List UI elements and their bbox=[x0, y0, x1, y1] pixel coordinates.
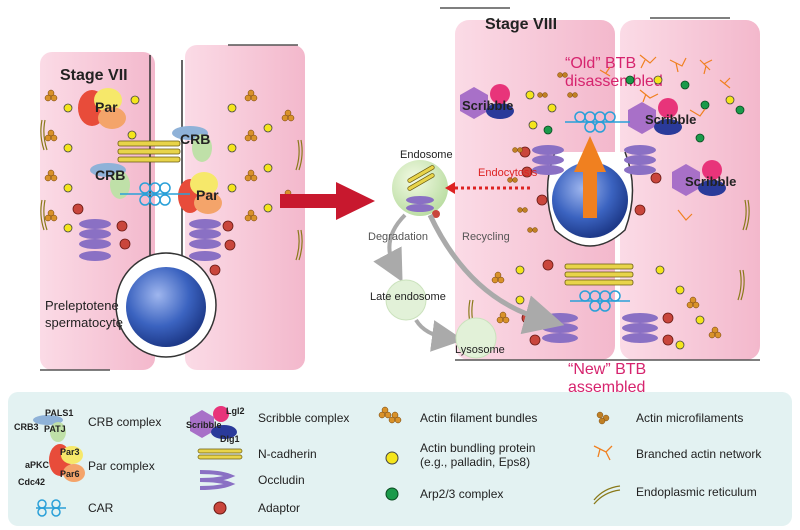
actin-microfilaments-stage8 bbox=[507, 72, 578, 233]
lysosome-label: Lysosome bbox=[455, 344, 505, 356]
legend-crb-icon: PALS1 CRB3 PATJ bbox=[14, 408, 73, 442]
bundling-proteins-stage8 bbox=[515, 75, 735, 350]
car-stage7 bbox=[120, 182, 190, 206]
car-stage8-top bbox=[565, 111, 630, 133]
legend-bundling-line2: (e.g., palladin, Eps8) bbox=[420, 455, 530, 469]
legend-car-icon bbox=[36, 499, 66, 517]
legend-occludin: Occludin bbox=[258, 473, 305, 487]
branched-actin-stage8 bbox=[599, 54, 731, 221]
spermatocyte-nucleus bbox=[126, 267, 206, 347]
scribble-complex-2: Scribble bbox=[628, 98, 696, 135]
to-lysosome-arrow bbox=[414, 318, 464, 352]
legend-n-cadherin: N-cadherin bbox=[258, 447, 317, 461]
legend-occludin-icon bbox=[199, 470, 236, 490]
par-label-left: Par bbox=[95, 99, 118, 115]
late-endosome-label: Late endosome bbox=[370, 291, 446, 303]
scribble-complex-3: Scribble bbox=[672, 160, 736, 196]
legend-adaptor-icon bbox=[213, 501, 227, 515]
old-btb-line1: “Old” BTB bbox=[565, 55, 636, 72]
actin-bundles-stage7 bbox=[44, 89, 295, 222]
bundling-proteins-stage7 bbox=[63, 95, 273, 233]
occludin-stage8-top bbox=[532, 145, 656, 175]
legend-crb-complex: CRB complex bbox=[88, 415, 161, 429]
sertoli-cell-right bbox=[185, 45, 305, 370]
legend-apkc: aPKC bbox=[25, 460, 50, 470]
car-stage8-bottom bbox=[570, 290, 630, 312]
recycling-label: Recycling bbox=[462, 231, 510, 243]
legend-bundling-icon bbox=[385, 451, 399, 465]
spermatocyte-label: spermatocyte bbox=[45, 315, 123, 330]
crb-label-bottom: CRB bbox=[95, 167, 125, 183]
upward-arrow bbox=[574, 136, 606, 218]
legend-arp-icon bbox=[385, 487, 399, 501]
n-cadherin-stage7 bbox=[117, 140, 181, 163]
recycling-arrow bbox=[427, 213, 565, 335]
endocytosis-label: Endocytosis bbox=[478, 167, 538, 179]
legend-crb3: CRB3 bbox=[14, 422, 39, 432]
crb-label-top: CRB bbox=[180, 131, 210, 147]
legend-pals1: PALS1 bbox=[45, 408, 73, 418]
legend-actin-bundles: Actin filament bundles bbox=[420, 411, 537, 425]
arp23-stage8 bbox=[543, 75, 745, 143]
legend-branched-icon bbox=[593, 445, 613, 461]
scribble-label-3: Scribble bbox=[685, 174, 736, 189]
legend-par3: Par3 bbox=[60, 447, 80, 457]
legend-car: CAR bbox=[88, 501, 114, 515]
degradation-label: Degradation bbox=[368, 231, 428, 243]
par-complex-right: Par bbox=[178, 172, 222, 214]
legend-par6: Par6 bbox=[60, 469, 80, 479]
endosome-label: Endosome bbox=[400, 149, 453, 161]
scribble-label-1: Scribble bbox=[462, 98, 513, 113]
legend-patj: PATJ bbox=[44, 424, 66, 434]
legend-adaptor: Adaptor bbox=[258, 501, 300, 515]
scribble-label-2: Scribble bbox=[645, 112, 696, 127]
stage-vii-title: Stage VII bbox=[60, 67, 128, 84]
legend-dlg1: Dlg1 bbox=[220, 434, 240, 444]
actin-bundles-stage8 bbox=[491, 271, 722, 339]
old-btb-line2: disassembled bbox=[565, 73, 663, 90]
preleptotene-label: Preleptotene bbox=[45, 298, 119, 313]
legend-arp: Arp2/3 complex bbox=[420, 487, 503, 501]
n-cadherin-stage8 bbox=[564, 263, 634, 286]
par-complex-left: Par bbox=[78, 88, 126, 129]
er-stage7 bbox=[40, 119, 303, 261]
legend: PALS1 CRB3 PATJ CRB complex Par3 aPKC Pa… bbox=[8, 392, 792, 526]
legend-actin-bundles-icon bbox=[378, 406, 402, 424]
adaptors-stage7 bbox=[72, 203, 236, 276]
legend-microfilaments: Actin microfilaments bbox=[636, 411, 743, 425]
new-btb-line2: assembled bbox=[568, 379, 645, 396]
transition-arrow bbox=[280, 182, 375, 220]
stage-viii-title: Stage VIII bbox=[485, 16, 557, 33]
legend-n-cadherin-icon bbox=[197, 448, 243, 460]
lysosome bbox=[455, 317, 497, 359]
endosome-cargo bbox=[406, 165, 440, 218]
legend-microfilaments-icon bbox=[596, 411, 610, 425]
late-endosome bbox=[385, 279, 427, 321]
legend-scribble: Scribble bbox=[186, 420, 222, 430]
legend-scribble-icon: Lgl2 Scribble Dlg1 bbox=[186, 406, 245, 444]
legend-branched: Branched actin network bbox=[636, 447, 762, 461]
legend-er-icon bbox=[593, 485, 621, 505]
scribble-complex-1: Scribble bbox=[460, 84, 514, 119]
legend-er: Endoplasmic reticulum bbox=[636, 485, 757, 499]
legend-cdc42: Cdc42 bbox=[18, 477, 45, 487]
stage-vii-panel: Stage VII Preleptotene spermatocyte Par … bbox=[40, 44, 305, 371]
legend-par-icon: Par3 aPKC Par6 Cdc42 bbox=[18, 444, 85, 487]
legend-bundling-line1: Actin bundling protein bbox=[420, 441, 535, 455]
degradation-arrow bbox=[373, 213, 407, 283]
legend-par-complex: Par complex bbox=[88, 459, 155, 473]
crb-complex-top: CRB bbox=[172, 126, 212, 162]
legend-lgl2: Lgl2 bbox=[226, 406, 245, 416]
legend-scribble-complex: Scribble complex bbox=[258, 411, 349, 425]
stage-viii-panel: Stage VIII “Old” BTB disassembled “New” … bbox=[368, 7, 760, 396]
par-label-right: Par bbox=[196, 187, 219, 203]
new-btb-line1: “New” BTB bbox=[568, 361, 646, 378]
occludin-stage7 bbox=[79, 219, 221, 261]
crb-complex-bottom: CRB bbox=[90, 163, 130, 199]
